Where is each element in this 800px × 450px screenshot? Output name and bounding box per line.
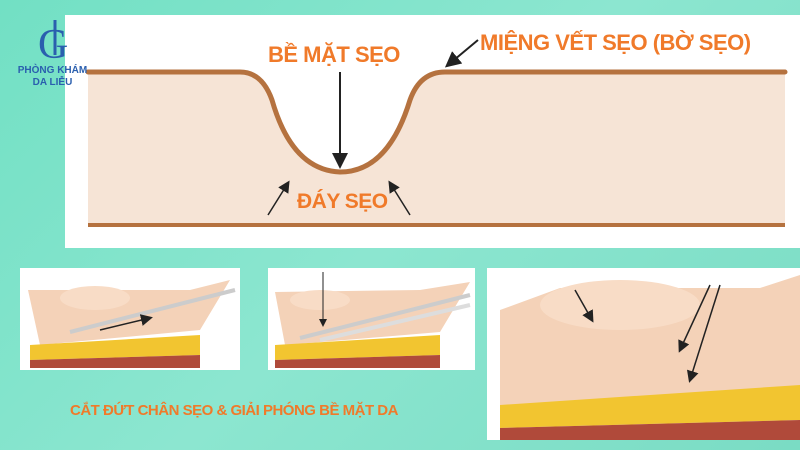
result-illustration bbox=[500, 275, 800, 440]
label-scar-edge: MIỆNG VẾT SẸO (BỜ SẸO) bbox=[480, 30, 751, 55]
skin-fill bbox=[88, 72, 785, 225]
svg-text:G: G bbox=[38, 22, 68, 68]
clinic-logo-icon: G bbox=[38, 20, 68, 68]
step-1-illustration bbox=[28, 280, 236, 368]
logo-line-1: PHÒNG KHÁM bbox=[17, 65, 88, 76]
step-2-illustration bbox=[275, 272, 471, 368]
label-scar-bottom: ĐÁY SẸO bbox=[297, 190, 388, 213]
logo-line-2: DA LIỄU bbox=[32, 77, 73, 88]
arrow-edge bbox=[444, 39, 479, 68]
caption-subcision: CẮT ĐỨT CHÂN SẸO & GIẢI PHÓNG BỀ MẶT DA bbox=[70, 402, 398, 419]
label-scar-surface: BỀ MẶT SẸO bbox=[268, 42, 400, 67]
arrow-bottom-right bbox=[388, 180, 411, 216]
skin-surface-line bbox=[85, 69, 788, 175]
arrow-bottom-left bbox=[267, 180, 290, 216]
clinic-logo-text: PHÒNG KHÁM DA LIỄU bbox=[10, 65, 95, 89]
